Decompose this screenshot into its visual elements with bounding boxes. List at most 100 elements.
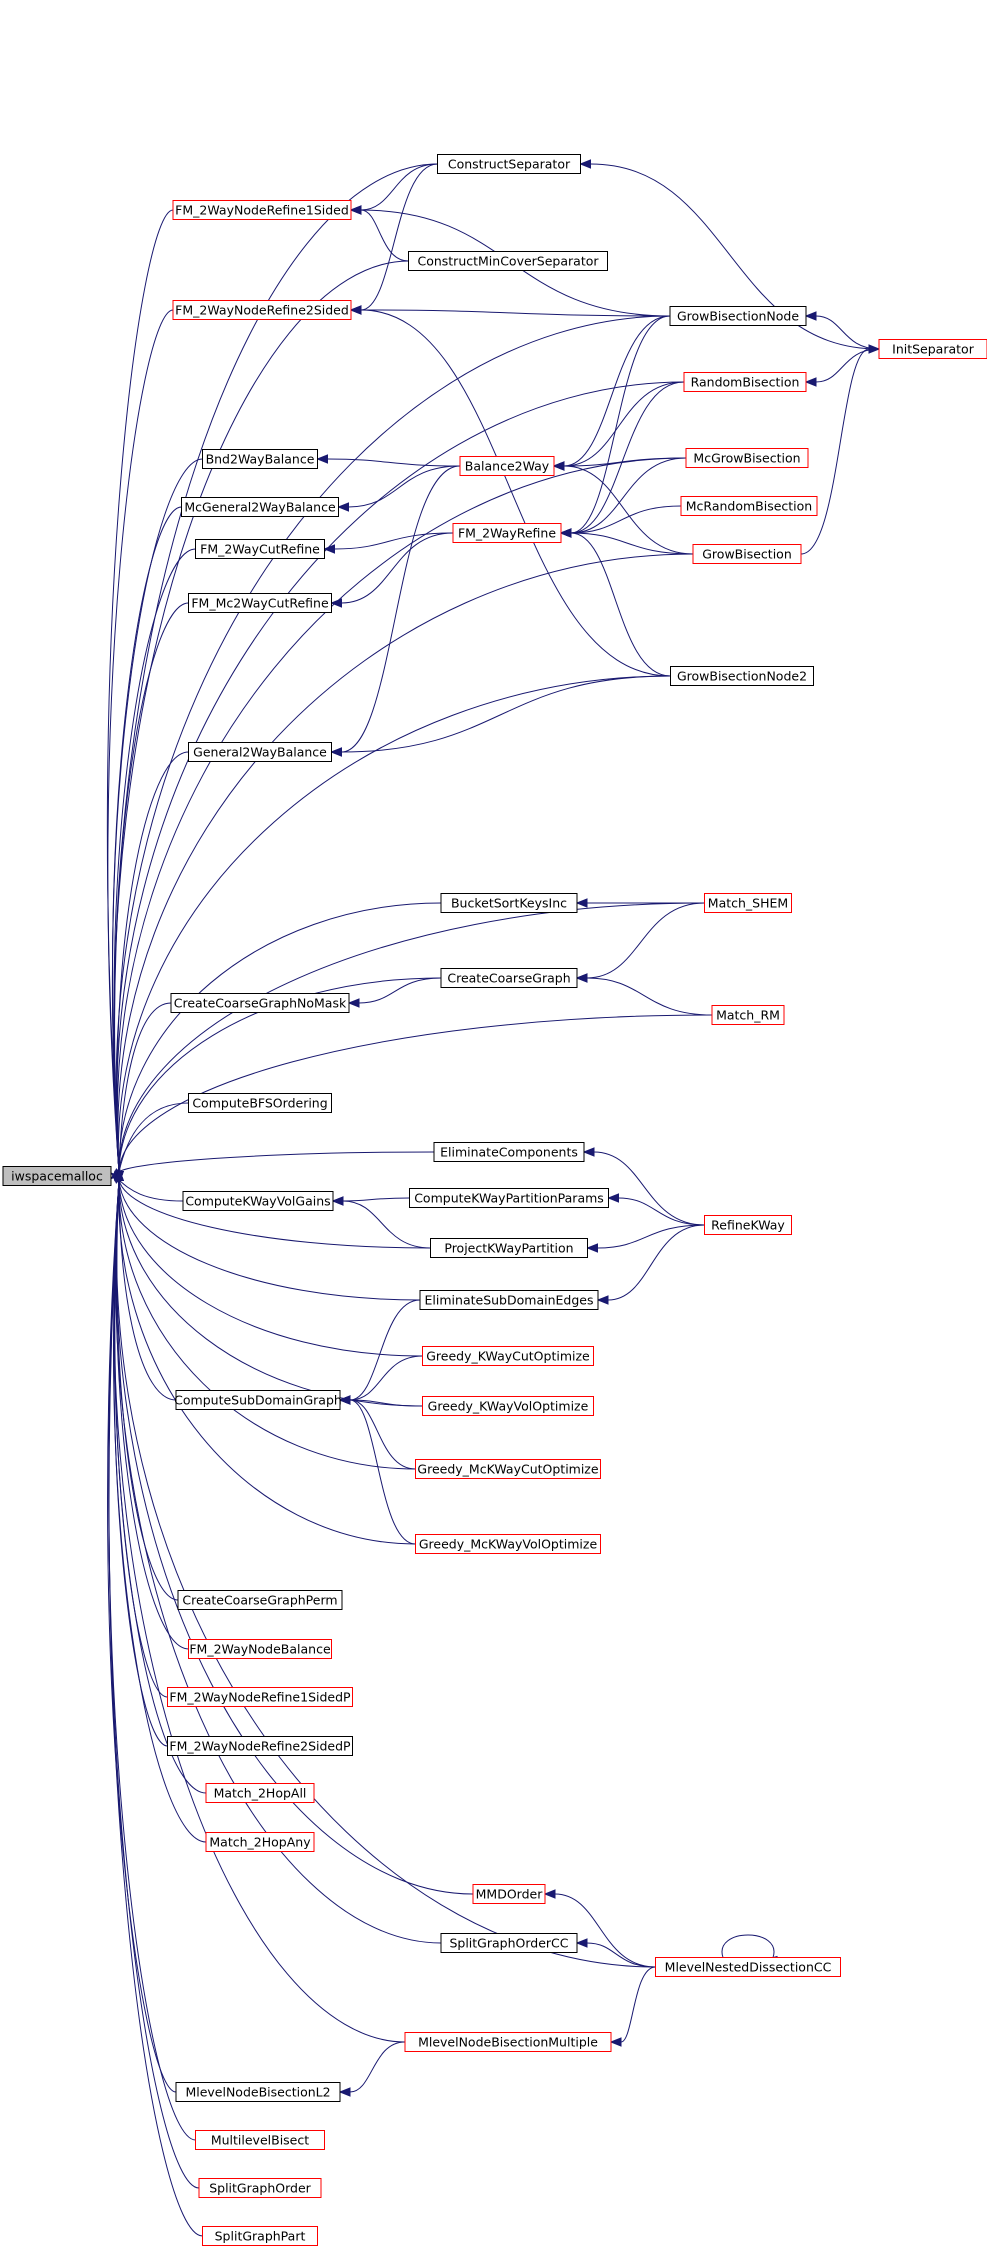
edge-greedy-k-way-vol-optimize-to-compute-sub-domain-graph [349, 1399, 423, 1407]
node-split-graph-part[interactable]: SplitGraphPart [202, 2226, 318, 2246]
node-greedy-k-way-vol-optimize[interactable]: Greedy_KWayVolOptimize [422, 1396, 594, 1416]
arrowhead-init-separator [868, 344, 881, 354]
node-mc-general2-way-balance[interactable]: McGeneral2WayBalance [181, 497, 339, 517]
node-label-greedy-mc-k-way-cut-optimize: Greedy_McKWayCutOptimize [417, 1462, 598, 1477]
node-box-general2-way-balance [188, 742, 332, 762]
node-eliminate-components[interactable]: EliminateComponents [433, 1142, 585, 1162]
node-box-greedy-mc-k-way-cut-optimize [415, 1459, 601, 1479]
node-init-separator[interactable]: InitSeparator [878, 339, 987, 359]
node-greedy-mc-k-way-cut-optimize[interactable]: Greedy_McKWayCutOptimize [415, 1459, 601, 1479]
arrowhead-mlevel-node-bisection-multiple [609, 2037, 622, 2047]
node-label-mc-random-bisection: McRandomBisection [686, 499, 812, 514]
edge-fm-2-way-node-refine1-sided-p-to-iwspacemalloc [114, 1179, 168, 1698]
node-random-bisection[interactable]: RandomBisection [683, 372, 807, 392]
node-grow-bisection[interactable]: GrowBisection [692, 544, 802, 564]
node-label-grow-bisection-node2: GrowBisectionNode2 [677, 669, 807, 684]
node-greedy-k-way-cut-optimize[interactable]: Greedy_KWayCutOptimize [422, 1346, 594, 1366]
node-box-match-2-hop-all [205, 1783, 315, 1803]
node-eliminate-sub-domain-edges[interactable]: EliminateSubDomainEdges [419, 1290, 599, 1310]
node-mlevel-node-bisection-l2[interactable]: MlevelNodeBisectionL2 [175, 2082, 341, 2102]
node-greedy-mc-k-way-vol-optimize[interactable]: Greedy_McKWayVolOptimize [415, 1534, 601, 1554]
node-match-2-hop-any[interactable]: Match_2HopAny [205, 1832, 315, 1852]
node-label-compute-bfs-ordering: ComputeBFSOrdering [192, 1096, 327, 1111]
node-box-random-bisection [683, 372, 807, 392]
node-grow-bisection-node2[interactable]: GrowBisectionNode2 [670, 666, 814, 686]
node-general2-way-balance[interactable]: General2WayBalance [188, 742, 332, 762]
node-label-compute-k-way-vol-gains: ComputeKWayVolGains [185, 1194, 330, 1209]
arrowhead-eliminate-sub-domain-edges [596, 1295, 609, 1305]
node-create-coarse-graph[interactable]: CreateCoarseGraph [440, 968, 578, 988]
node-box-match-shem [704, 893, 792, 913]
node-bnd2-way-balance[interactable]: Bnd2WayBalance [202, 449, 318, 469]
arrowhead-mmd-order [543, 1889, 556, 1899]
node-fm-2-way-node-refine1-sided-p[interactable]: FM_2WayNodeRefine1SidedP [167, 1687, 353, 1707]
node-box-mc-general2-way-balance [181, 497, 339, 517]
node-label-eliminate-components: EliminateComponents [440, 1145, 578, 1160]
edge-greedy-k-way-cut-optimize-to-compute-sub-domain-graph [349, 1355, 423, 1401]
node-mc-random-bisection[interactable]: McRandomBisection [680, 496, 818, 516]
node-match-rm[interactable]: Match_RM [711, 1005, 785, 1025]
node-create-coarse-graph-perm[interactable]: CreateCoarseGraphPerm [177, 1590, 343, 1610]
node-balance2-way[interactable]: Balance2Way [459, 456, 555, 476]
node-layer: iwspacemalloc ConstructSeparatorFM_2WayNo… [2, 154, 987, 2246]
edge-match-shem-to-create-coarse-graph [586, 902, 705, 979]
node-create-coarse-graph-no-mask[interactable]: CreateCoarseGraphNoMask [170, 993, 350, 1013]
node-fm-2-way-node-refine2-sided[interactable]: FM_2WayNodeRefine2Sided [172, 300, 352, 320]
node-split-graph-order-cc[interactable]: SplitGraphOrderCC [440, 1933, 578, 1953]
node-label-compute-sub-domain-graph: ComputeSubDomainGraph [174, 1393, 342, 1408]
node-bucket-sort-keys-inc[interactable]: BucketSortKeysInc [440, 893, 578, 913]
node-label-match-2-hop-any: Match_2HopAny [209, 1835, 311, 1850]
edge-random-bisection-to-fm-2-way-refine [570, 381, 685, 534]
node-compute-k-way-vol-gains[interactable]: ComputeKWayVolGains [182, 1191, 334, 1211]
edge-split-graph-order-cc-to-iwspacemalloc [115, 1179, 442, 1944]
node-fm-2-way-cut-refine[interactable]: FM_2WayCutRefine [195, 539, 325, 559]
node-box-fm-mc2-way-cut-refine [188, 593, 332, 613]
node-label-fm-2-way-node-refine2-sided-p: FM_2WayNodeRefine2SidedP [169, 1739, 351, 1754]
node-label-create-coarse-graph-no-mask: CreateCoarseGraphNoMask [174, 996, 347, 1011]
node-mlevel-node-bisection-multiple[interactable]: MlevelNodeBisectionMultiple [404, 2032, 612, 2052]
node-split-graph-order[interactable]: SplitGraphOrder [198, 2178, 322, 2198]
node-compute-k-way-partition-params[interactable]: ComputeKWayPartitionParams [409, 1188, 609, 1208]
node-multilevel-bisect[interactable]: MultilevelBisect [195, 2130, 325, 2150]
node-refine-k-way[interactable]: RefineKWay [704, 1215, 792, 1235]
node-box-split-graph-order-cc [440, 1933, 578, 1953]
node-box-create-coarse-graph [440, 968, 578, 988]
edge-mc-grow-bisection-to-fm-2-way-refine [570, 457, 687, 534]
node-label-fm-mc2-way-cut-refine: FM_Mc2WayCutRefine [191, 596, 329, 611]
node-box-mc-grow-bisection [685, 448, 809, 468]
node-fm-2-way-node-refine2-sided-p[interactable]: FM_2WayNodeRefine2SidedP [167, 1736, 353, 1756]
node-fm-2-way-node-balance[interactable]: FM_2WayNodeBalance [188, 1639, 332, 1659]
node-construct-min-cover-separator[interactable]: ConstructMinCoverSeparator [408, 251, 608, 271]
node-grow-bisection-node[interactable]: GrowBisectionNode [669, 306, 807, 326]
node-box-mlevel-node-bisection-l2 [175, 2082, 341, 2102]
node-project-k-way-partition[interactable]: ProjectKWayPartition [430, 1238, 588, 1258]
node-compute-sub-domain-graph[interactable]: ComputeSubDomainGraph [174, 1390, 342, 1410]
node-label-match-2-hop-all: Match_2HopAll [214, 1786, 307, 1801]
edge-construct-separator-to-fm-2-way-node-refine1-sided [360, 163, 438, 211]
edge-bnd2-way-balance-to-iwspacemalloc [111, 458, 203, 1173]
edge-balance2-way-to-bnd2-way-balance [327, 458, 461, 467]
node-fm-mc2-way-cut-refine[interactable]: FM_Mc2WayCutRefine [188, 593, 332, 613]
node-mlevel-nested-dissection-cc[interactable]: MlevelNestedDissectionCC [655, 1957, 841, 1977]
node-mc-grow-bisection[interactable]: McGrowBisection [685, 448, 809, 468]
node-box-fm-2-way-node-refine2-sided-p [167, 1736, 353, 1756]
node-construct-separator[interactable]: ConstructSeparator [437, 154, 581, 174]
edge-mlevel-node-bisection-multiple-to-iwspacemalloc [113, 1179, 406, 2043]
node-iwspacemalloc[interactable]: iwspacemalloc [2, 1166, 112, 1186]
node-match-shem[interactable]: Match_SHEM [704, 893, 792, 913]
edge-grow-bisection-to-iwspacemalloc [117, 553, 694, 1173]
edge-mc-grow-bisection-to-iwspacemalloc [116, 457, 687, 1173]
node-fm-2-way-refine[interactable]: FM_2WayRefine [452, 523, 562, 543]
node-mmd-order[interactable]: MMDOrder [472, 1884, 546, 1904]
edge-fm-2-way-node-refine2-sided-to-iwspacemalloc [107, 309, 174, 1173]
node-label-eliminate-sub-domain-edges: EliminateSubDomainEdges [425, 1293, 594, 1308]
node-match-2-hop-all[interactable]: Match_2HopAll [205, 1783, 315, 1803]
edge-random-bisection-to-balance2-way [563, 381, 685, 467]
node-box-refine-k-way [704, 1215, 792, 1235]
node-fm-2-way-node-refine1-sided[interactable]: FM_2WayNodeRefine1Sided [172, 200, 352, 220]
node-box-init-separator [878, 339, 987, 359]
edge-compute-k-way-partition-params-to-compute-k-way-vol-gains [342, 1197, 410, 1202]
node-box-create-coarse-graph-no-mask [170, 993, 350, 1013]
node-compute-bfs-ordering[interactable]: ComputeBFSOrdering [188, 1093, 332, 1113]
node-label-mmd-order: MMDOrder [476, 1887, 544, 1902]
